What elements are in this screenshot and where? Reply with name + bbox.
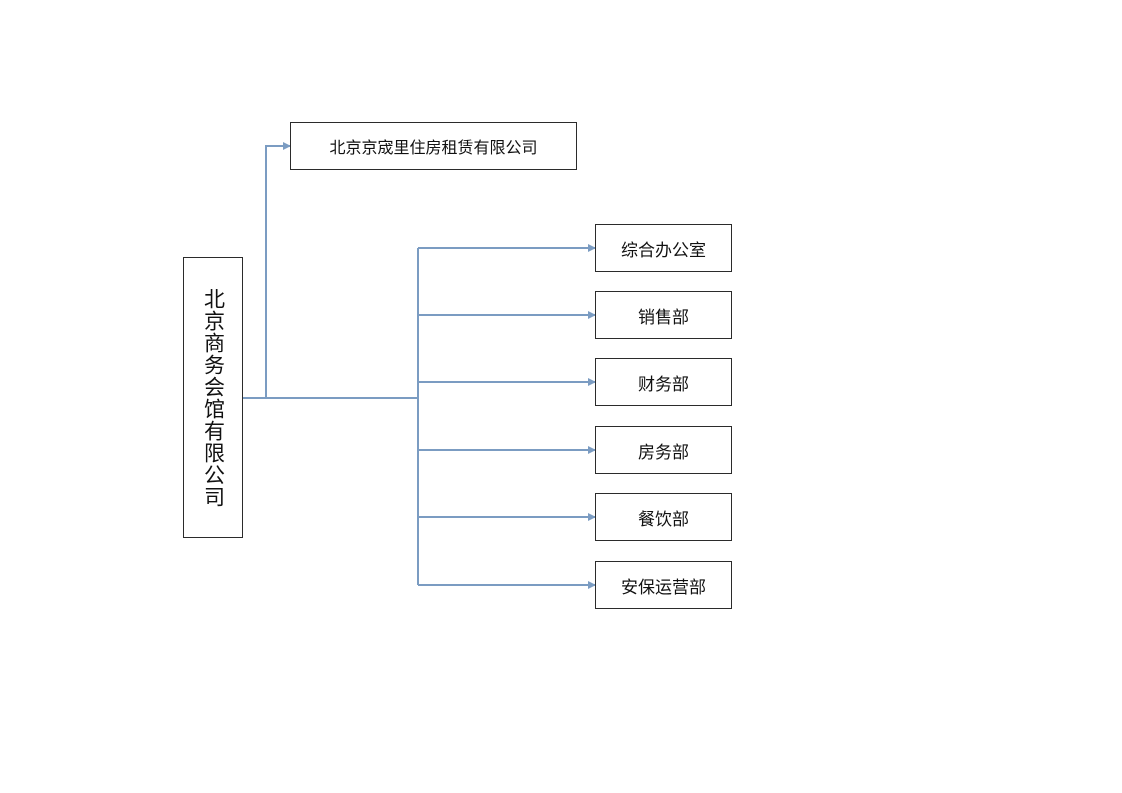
department-box-housekeeping: 房务部	[595, 426, 732, 474]
department-label: 房务部	[638, 442, 689, 463]
department-box-general-office: 综合办公室	[595, 224, 732, 272]
department-label: 销售部	[638, 307, 689, 328]
department-box-finance: 财务部	[595, 358, 732, 406]
department-label: 餐饮部	[638, 509, 689, 530]
subsidiary-company-label: 北京京宬里住房租赁有限公司	[329, 138, 538, 157]
department-label: 综合办公室	[621, 240, 706, 261]
department-box-security-operations: 安保运营部	[595, 561, 732, 609]
root-company-box: 北京商务会馆有限公司	[183, 257, 243, 538]
subsidiary-connector	[265, 142, 291, 398]
department-label: 财务部	[638, 374, 689, 395]
subsidiary-company-box: 北京京宬里住房租赁有限公司	[290, 122, 577, 170]
department-box-food-beverage: 餐饮部	[595, 493, 732, 541]
department-label: 安保运营部	[621, 577, 706, 598]
department-box-sales: 销售部	[595, 291, 732, 339]
root-company-label: 北京商务会馆有限公司	[201, 287, 226, 508]
